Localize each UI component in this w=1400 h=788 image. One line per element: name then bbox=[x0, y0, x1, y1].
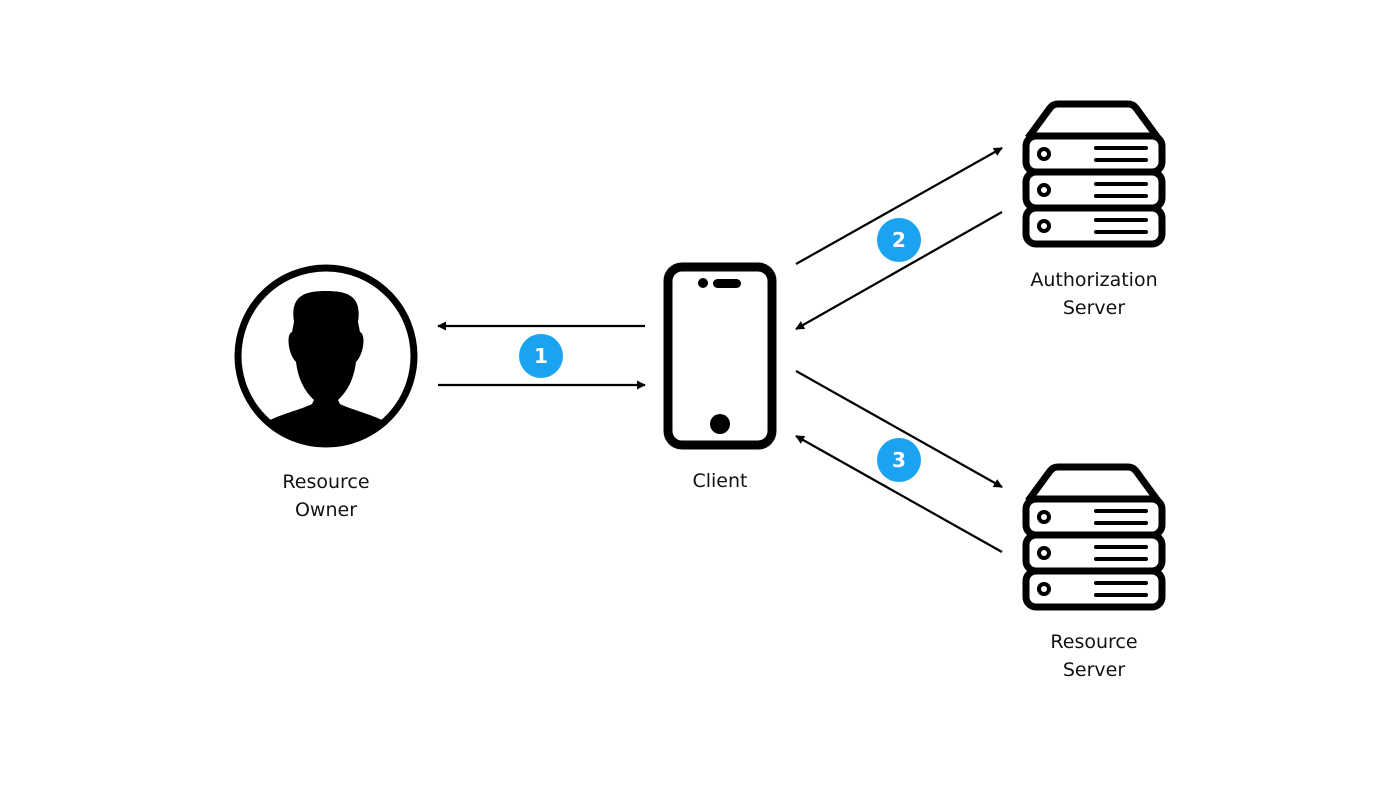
arrow-client-to-auth-server bbox=[795, 147, 1003, 265]
authorization-server-label: Authorization Server bbox=[984, 266, 1204, 322]
resource-server-label: Resource Server bbox=[994, 628, 1194, 684]
label-line: Server bbox=[1062, 659, 1126, 681]
step-badge-number: 3 bbox=[892, 448, 906, 472]
label-line: Resource bbox=[1050, 631, 1138, 653]
arrow-auth-server-to-client bbox=[795, 211, 1003, 330]
server-stack-icon bbox=[1022, 463, 1166, 611]
step-badge-2: 2 bbox=[877, 218, 921, 262]
label-line: Server bbox=[1062, 297, 1126, 319]
user-silhouette-icon bbox=[234, 264, 418, 448]
step-badge-3: 3 bbox=[877, 438, 921, 482]
step-badge-number: 1 bbox=[534, 344, 548, 368]
step-badge-number: 2 bbox=[892, 228, 906, 252]
server-stack-icon bbox=[1022, 100, 1166, 248]
client-label: Client bbox=[620, 467, 820, 495]
label-line: Client bbox=[692, 470, 748, 492]
label-line: Authorization bbox=[1030, 269, 1158, 291]
resource-owner-label: Resource Owner bbox=[226, 468, 426, 524]
mobile-phone-icon bbox=[663, 262, 777, 450]
label-line: Resource bbox=[282, 471, 370, 493]
label-line: Owner bbox=[294, 499, 358, 521]
arrow-resource-server-to-client bbox=[795, 435, 1003, 553]
arrow-client-to-resource-server bbox=[795, 370, 1003, 488]
step-badge-1: 1 bbox=[519, 334, 563, 378]
